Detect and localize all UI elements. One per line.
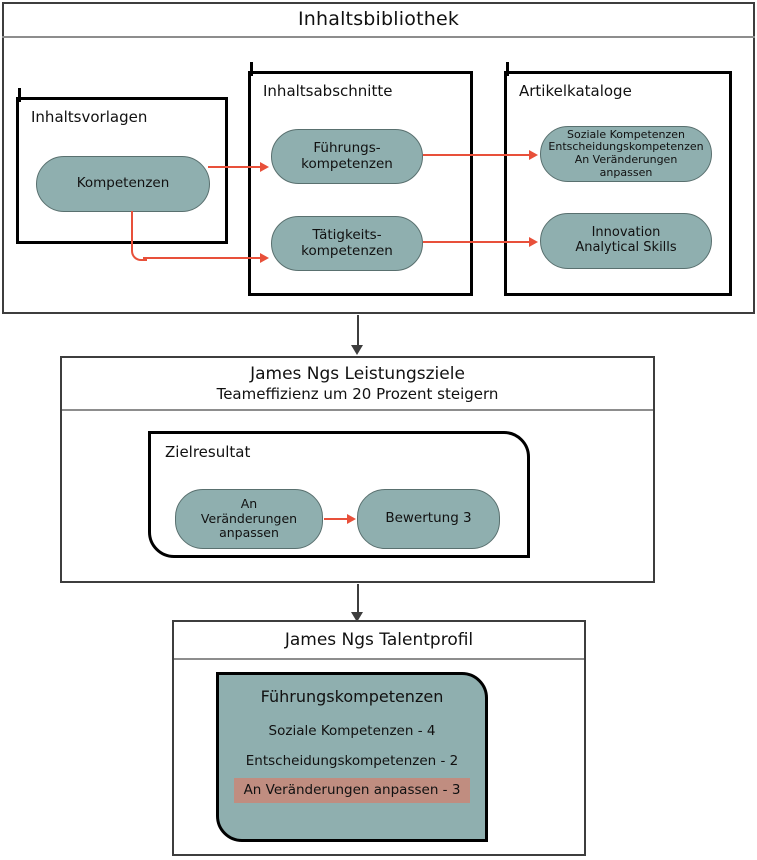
card-fuehrungskompetenzen[interactable]: Führungskompetenzen Soziale Kompetenzen …	[216, 672, 488, 842]
content-library-title-text: Inhaltsbibliothek	[297, 8, 460, 30]
group-corner-tick-icon	[17, 88, 21, 102]
group-inhaltsabschnitte: Inhaltsabschnitte	[248, 62, 473, 296]
connector-anpassen-to-bewertung	[324, 518, 351, 520]
arrowhead-icon	[260, 162, 269, 172]
goals-panel-header: James Ngs Leistungsziele Teameffizienz u…	[62, 358, 653, 411]
flow-arrowhead-icon	[351, 345, 363, 355]
talent-profile-title: James Ngs Talentprofil	[284, 630, 474, 650]
group-inhaltsabschnitte-label: Inhaltsabschnitte	[263, 82, 393, 100]
card-title: Führungskompetenzen	[260, 687, 444, 706]
arrowhead-icon	[347, 514, 356, 524]
group-artikelkataloge: Artikelkataloge	[504, 62, 732, 296]
connector-taetigkeit-to-katalog-b	[423, 241, 533, 243]
talent-profile-header: James Ngs Talentprofil	[174, 622, 584, 660]
connector-elbow-kompetenzen-to-taetigkeit	[131, 211, 147, 261]
node-fuehrungskompetenzen-line1: Führungs-	[313, 139, 381, 156]
node-an-veraenderungen-line1: An	[240, 496, 258, 512]
node-an-veraenderungen-line3: anpassen	[219, 525, 279, 541]
group-corner-tick-icon	[505, 62, 509, 76]
card-row-label: Entscheidungskompetenzen - 2	[245, 753, 459, 769]
connector-kompetenzen-to-taetigkeit	[143, 257, 263, 259]
node-katalog-innovation[interactable]: Innovation Analytical Skills	[540, 213, 712, 269]
container-zielresultat-label: Zielresultat	[165, 443, 251, 461]
node-katalog-soziale-kompetenzen[interactable]: Soziale Kompetenzen Entscheidungskompete…	[540, 126, 712, 182]
node-katalog-a-line4: anpassen	[599, 165, 653, 179]
group-inhaltsvorlagen: Inhaltsvorlagen	[16, 88, 228, 244]
node-katalog-a-line1: Soziale Kompetenzen	[566, 127, 686, 141]
node-katalog-b-line2: Analytical Skills	[575, 240, 677, 255]
node-kompetenzen[interactable]: Kompetenzen	[36, 156, 210, 212]
connector-kompetenzen-to-fuehrung	[208, 166, 262, 168]
node-katalog-b-line1: Innovation	[591, 225, 661, 241]
card-row-soziale-kompetenzen: Soziale Kompetenzen - 4	[219, 723, 485, 739]
flow-connector-library-to-goals	[357, 315, 359, 349]
node-katalog-a-line3: An Veränderungen	[574, 153, 678, 166]
node-taetigkeitskompetenzen-line1: Tätigkeits-	[312, 226, 382, 243]
goals-panel-subtitle: Teameffizienz um 20 Prozent steigern	[216, 385, 499, 403]
node-taetigkeitskompetenzen-line2: kompetenzen	[301, 242, 393, 259]
flow-connector-goals-to-talent	[357, 584, 359, 616]
arrowhead-icon	[260, 253, 269, 263]
card-row-label: Soziale Kompetenzen - 4	[268, 723, 436, 739]
content-library-title: Inhaltsbibliothek	[2, 2, 755, 38]
node-fuehrungskompetenzen[interactable]: Führungs- kompetenzen	[271, 129, 423, 184]
flow-arrowhead-icon	[351, 612, 363, 622]
node-bewertung-3-label: Bewertung 3	[385, 510, 472, 527]
node-an-veraenderungen-line2: Veränderungen	[200, 510, 298, 526]
arrowhead-icon	[529, 150, 538, 160]
node-fuehrungskompetenzen-line2: kompetenzen	[301, 155, 393, 172]
node-bewertung-3[interactable]: Bewertung 3	[357, 489, 500, 549]
goals-panel: James Ngs Leistungsziele Teameffizienz u…	[60, 356, 655, 583]
container-zielresultat: Zielresultat	[148, 431, 530, 558]
group-corner-tick-icon	[249, 62, 253, 76]
node-kompetenzen-label: Kompetenzen	[76, 175, 170, 192]
group-artikelkataloge-label: Artikelkataloge	[519, 82, 632, 100]
card-row-entscheidungskompetenzen: Entscheidungskompetenzen - 2	[219, 753, 485, 769]
node-taetigkeitskompetenzen[interactable]: Tätigkeits- kompetenzen	[271, 216, 423, 271]
node-katalog-a-line2: Entscheidungskompetenzen	[548, 140, 704, 154]
arrowhead-icon	[529, 237, 538, 247]
group-inhaltsvorlagen-label: Inhaltsvorlagen	[31, 108, 148, 126]
node-an-veraenderungen-anpassen[interactable]: An Veränderungen anpassen	[175, 489, 323, 549]
card-row-label-highlighted: An Veränderungen anpassen - 3	[233, 778, 471, 803]
goals-panel-title: James Ngs Leistungsziele	[250, 364, 465, 384]
connector-fuehrung-to-katalog-a	[423, 154, 533, 156]
card-row-an-veraenderungen-anpassen[interactable]: An Veränderungen anpassen - 3	[219, 778, 485, 803]
